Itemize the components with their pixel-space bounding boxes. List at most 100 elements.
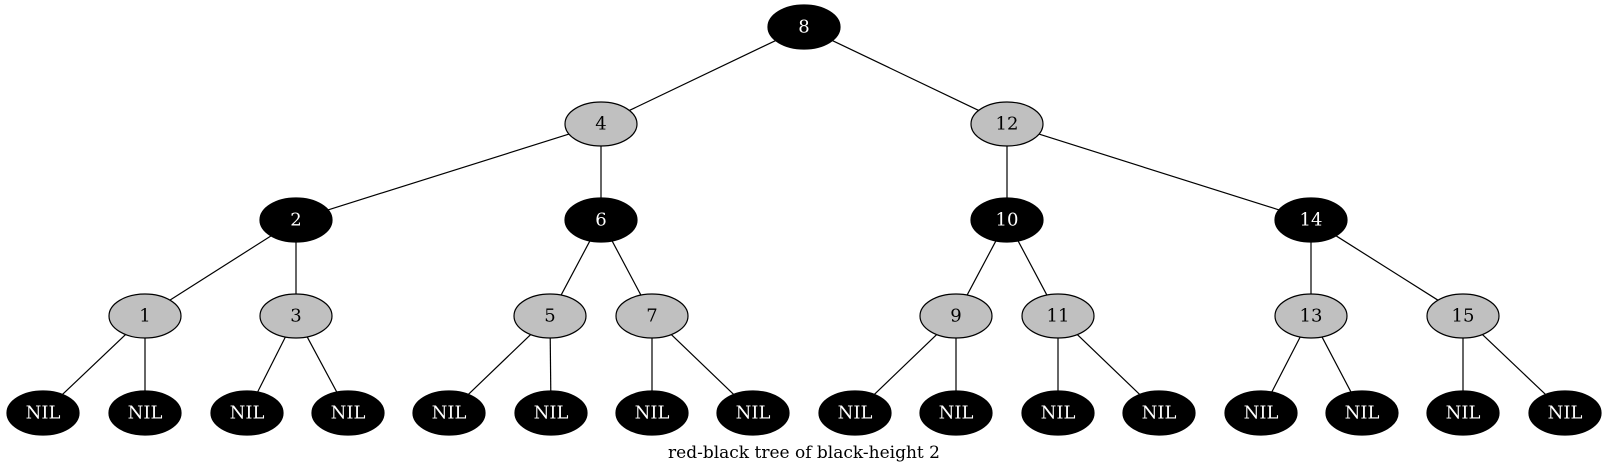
tree-node-n11: 11 bbox=[1021, 293, 1095, 339]
node-ellipse bbox=[1426, 390, 1500, 436]
node-ellipse bbox=[564, 197, 638, 243]
tree-node-n6: 6 bbox=[564, 197, 638, 243]
node-label: NIL bbox=[534, 403, 569, 424]
edge-n6-n7 bbox=[611, 240, 642, 296]
node-label: NIL bbox=[1446, 403, 1481, 424]
tree-node-n14: 14 bbox=[1274, 197, 1348, 243]
tree-node-n3: 3 bbox=[259, 293, 333, 339]
node-ellipse bbox=[919, 390, 993, 436]
tree-node-nil13a: NIL bbox=[1224, 390, 1298, 436]
node-label: NIL bbox=[838, 403, 873, 424]
node-label: NIL bbox=[1548, 403, 1583, 424]
node-ellipse bbox=[818, 390, 892, 436]
tree-node-n12: 12 bbox=[970, 101, 1044, 147]
node-label: NIL bbox=[331, 403, 366, 424]
edge-n3-nil3b bbox=[306, 336, 338, 393]
node-ellipse bbox=[1274, 197, 1348, 243]
tree-node-nil5b: NIL bbox=[514, 390, 588, 436]
node-ellipse bbox=[1021, 293, 1095, 339]
tree-node-n15: 15 bbox=[1426, 293, 1500, 339]
edge-n2-n1 bbox=[169, 235, 272, 301]
node-label: 7 bbox=[646, 306, 657, 327]
edge-n8-n4 bbox=[629, 40, 776, 111]
tree-node-n1: 1 bbox=[108, 293, 182, 339]
node-ellipse bbox=[1224, 390, 1298, 436]
tree-node-n9: 9 bbox=[919, 293, 993, 339]
edge-n5-nil5b bbox=[549, 337, 552, 392]
node-label: 3 bbox=[290, 306, 301, 327]
node-ellipse bbox=[1021, 390, 1095, 436]
node-ellipse bbox=[970, 101, 1044, 147]
edge-n15-nil15b bbox=[1482, 334, 1546, 395]
node-label: NIL bbox=[1244, 403, 1279, 424]
node-ellipse bbox=[311, 390, 385, 436]
node-ellipse bbox=[6, 390, 80, 436]
edge-n13-nil13a bbox=[1271, 336, 1301, 393]
node-ellipse bbox=[615, 293, 689, 339]
diagram-caption: red-black tree of black-height 2 bbox=[668, 443, 940, 463]
tree-node-n13: 13 bbox=[1274, 293, 1348, 339]
tree-node-nil3a: NIL bbox=[210, 390, 284, 436]
tree-node-nil11b: NIL bbox=[1122, 390, 1196, 436]
tree-node-nil7b: NIL bbox=[716, 390, 790, 436]
node-ellipse bbox=[564, 101, 638, 147]
edge-n3-nil3a bbox=[257, 336, 286, 393]
tree-node-nil5a: NIL bbox=[412, 390, 486, 436]
node-label: 4 bbox=[595, 114, 606, 135]
node-ellipse bbox=[514, 390, 588, 436]
node-label: NIL bbox=[432, 403, 467, 424]
node-ellipse bbox=[1528, 390, 1602, 436]
tree-node-n10: 10 bbox=[970, 197, 1044, 243]
node-ellipse bbox=[513, 293, 587, 339]
node-label: 2 bbox=[290, 210, 301, 231]
tree-node-nil1a: NIL bbox=[6, 390, 80, 436]
edge-n10-n11 bbox=[1017, 240, 1048, 296]
node-label: NIL bbox=[1041, 403, 1076, 424]
node-label: 15 bbox=[1452, 306, 1475, 327]
tree-node-n7: 7 bbox=[615, 293, 689, 339]
node-ellipse bbox=[1426, 293, 1500, 339]
node-label: 10 bbox=[996, 210, 1019, 231]
edge-n5-nil5a bbox=[467, 334, 532, 395]
node-label: NIL bbox=[128, 403, 163, 424]
node-ellipse bbox=[210, 390, 284, 436]
node-ellipse bbox=[767, 4, 841, 50]
node-label: 12 bbox=[996, 114, 1019, 135]
edge-n14-n15 bbox=[1335, 235, 1439, 301]
node-label: 9 bbox=[950, 306, 961, 327]
node-ellipse bbox=[1274, 293, 1348, 339]
node-label: NIL bbox=[26, 403, 61, 424]
tree-node-nil13b: NIL bbox=[1325, 390, 1399, 436]
node-ellipse bbox=[259, 197, 333, 243]
node-ellipse bbox=[108, 390, 182, 436]
edge-n11-nil11b bbox=[1076, 334, 1141, 395]
edge-n12-n14 bbox=[1038, 133, 1280, 211]
tree-edges bbox=[62, 40, 1546, 395]
node-label: 11 bbox=[1047, 306, 1070, 327]
node-ellipse bbox=[1122, 390, 1196, 436]
node-ellipse bbox=[1325, 390, 1399, 436]
tree-node-nil15b: NIL bbox=[1528, 390, 1602, 436]
edge-n1-nil1a bbox=[62, 334, 126, 395]
tree-node-nil3b: NIL bbox=[311, 390, 385, 436]
tree-node-n8: 8 bbox=[767, 4, 841, 50]
node-label: 1 bbox=[139, 306, 150, 327]
node-label: 13 bbox=[1300, 306, 1323, 327]
node-ellipse bbox=[919, 293, 993, 339]
node-label: 6 bbox=[595, 210, 606, 231]
node-label: 14 bbox=[1300, 210, 1323, 231]
tree-node-nil15a: NIL bbox=[1426, 390, 1500, 436]
edge-n13-nil13b bbox=[1321, 336, 1352, 393]
node-ellipse bbox=[615, 390, 689, 436]
node-ellipse bbox=[259, 293, 333, 339]
node-label: 5 bbox=[544, 306, 555, 327]
tree-node-nil9b: NIL bbox=[919, 390, 993, 436]
node-label: NIL bbox=[1345, 403, 1380, 424]
edge-n4-n2 bbox=[327, 133, 570, 211]
edge-n10-n9 bbox=[966, 240, 997, 296]
node-ellipse bbox=[716, 390, 790, 436]
node-ellipse bbox=[412, 390, 486, 436]
tree-node-nil9a: NIL bbox=[818, 390, 892, 436]
